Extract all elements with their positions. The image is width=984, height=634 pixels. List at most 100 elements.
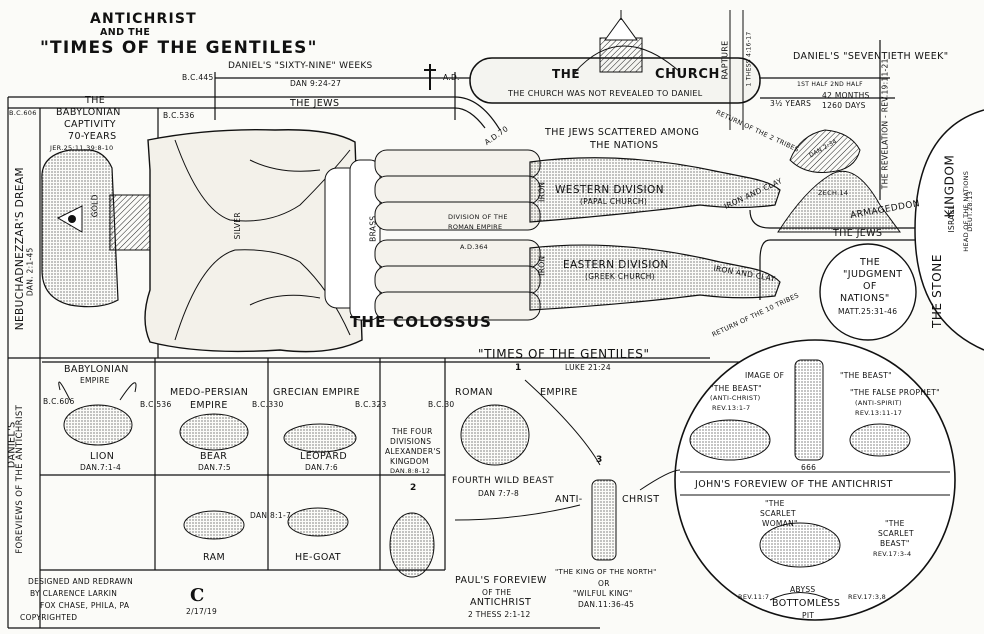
rapture-label: Rapture [720, 40, 730, 80]
lion-ref: Dan.7:1-4 [80, 463, 122, 472]
rev17-3-ref: Rev.17:3-4 [873, 550, 912, 558]
captivity-ref: Jer.25:11,39:8-10 [50, 144, 114, 152]
number-3: 3 [596, 455, 603, 465]
half-week-label: 3½ Years [770, 99, 812, 108]
iron-a-label: Iron [537, 181, 547, 202]
greek-church-label: (Greek Church) [585, 272, 655, 281]
captivity-bc536: B.C.536 [163, 111, 195, 120]
half-label: 1st Half 2nd Half [797, 81, 863, 88]
number-1: 1 [515, 363, 522, 373]
anti-christ-label: (Anti-Christ) [710, 394, 761, 402]
judgment-line4: Nations" [840, 293, 890, 304]
captivity-years: 70-Years [68, 131, 117, 142]
division-label: Division of the [448, 213, 508, 221]
credits-line1: Designed and Redrawn [28, 577, 134, 586]
four-label: The Four [392, 427, 433, 436]
scarlet-woman-1: "The [765, 499, 785, 508]
bc445-label: B.C.445 [182, 73, 214, 82]
captivity-the: The [85, 95, 106, 106]
medo-bc536: B.C.536 [140, 400, 172, 409]
colossus-figure [41, 129, 781, 353]
medo-persian-label2: Empire [190, 400, 228, 411]
judgment-ref: Matt.25:31-46 [838, 307, 898, 316]
fourth-beast-ref: Dan 7:7-8 [478, 489, 520, 498]
roman-empire-division-label: Roman Empire [448, 223, 503, 231]
grecian-empire-label: Grecian Empire [273, 387, 360, 398]
church-label: Church [655, 67, 721, 82]
western-division-label: Western Division [555, 184, 664, 196]
rev11-7-ref: Rev.11:7 [738, 593, 770, 601]
church-pod [424, 10, 761, 130]
antichrist-anti: Anti- [555, 494, 583, 505]
john-foreview-label: John's Foreview of the Antichrist [695, 479, 893, 490]
captivity-bc606: B.C.606 [9, 109, 37, 117]
gentiles-title: "Times Of The Gentiles" [478, 347, 650, 361]
fourth-beast-label: Fourth Wild Beast [452, 476, 554, 486]
ad-label: A.D. [443, 73, 460, 82]
israel-label: Israel [947, 204, 957, 233]
lion-label: Lion [90, 451, 115, 462]
stone-rock [777, 129, 901, 233]
alexander-label: Alexander's [385, 447, 441, 456]
judgment-circle [819, 243, 917, 341]
captivity-captivity: Captivity [64, 119, 116, 130]
king-of-north-label: "The King of the North" [555, 568, 657, 576]
rev13-11-ref: Rev.13:11-17 [855, 409, 903, 417]
abyss-label: Abyss [790, 585, 816, 594]
paul-foreview-3: Antichrist [470, 597, 532, 608]
credits-date: 2/17/19 [186, 607, 218, 616]
four-ref: Dan.8:8-12 [390, 467, 431, 475]
paul-foreview-ref: 2 Thess 2:1-12 [468, 610, 531, 619]
title-line1: Antichrist [90, 11, 197, 27]
gentiles-ref: Luke 21:24 [565, 363, 611, 372]
roman-label: Roman [455, 387, 493, 398]
credits-line3: Fox Chase, Phila, Pa [40, 601, 130, 610]
scarlet-woman-3: Woman" [762, 519, 798, 528]
seventieth-week-label: Daniel's "Seventieth Week" [793, 51, 949, 62]
title-line2: and the [100, 27, 151, 38]
medo-persian-label: Medo-Persian [170, 387, 249, 398]
judgment-line2: "Judgment [843, 269, 903, 280]
gold-label: Gold [90, 194, 100, 218]
colossus-name: The Colossus [350, 313, 493, 331]
zech-label: Zech.14 [818, 189, 849, 197]
dream-title: Nebuchadnezzar's Dream [13, 167, 26, 331]
revelation-label: The Revelation - Rev.19:11-21 [880, 58, 890, 190]
rapture-ref: 1 Thess 4:16-17 [745, 31, 753, 87]
silver-label: Silver [232, 212, 242, 240]
paul-foreview-1: Paul's Foreview [455, 575, 547, 586]
john-foreview-circle [674, 339, 956, 621]
ram-label: Ram [203, 552, 226, 563]
bc30-label: B.C.30 [428, 400, 455, 409]
judgment-line1: The [860, 257, 881, 268]
church-the-label: The [552, 67, 581, 81]
babylonian-empire-label2: Empire [80, 376, 110, 385]
daniel-foreviews-line2: Foreviews of the Antichrist [14, 404, 25, 554]
divisions-label: Divisions [390, 437, 432, 446]
number-666: 666 [801, 463, 817, 472]
jews-nations-label: The Nations [590, 140, 659, 151]
scarlet-beast-1: "The [885, 519, 905, 528]
grecian-bc330: B.C.330 [252, 400, 284, 409]
church-subtitle: The Church was not revealed to Daniel [508, 89, 703, 98]
the-beast-label: "The Beast" [710, 384, 762, 393]
false-prophet-label: "The False Prophet" [850, 388, 940, 397]
roman-empire-label: Empire [540, 387, 578, 398]
leopard-ref: Dan.7:6 [305, 463, 338, 472]
john-circle-figures [680, 359, 950, 601]
bottom-frame [7, 357, 875, 629]
dream-ref: Dan. 2:1-45 [25, 247, 35, 297]
jews-top-label: The Jews [290, 98, 340, 109]
image-the-beast-label: "The Beast" [840, 371, 892, 380]
bear-label: Bear [200, 451, 228, 462]
kingdom-label-alexander: Kingdom [390, 457, 429, 466]
bear-ref: Dan.7:5 [198, 463, 231, 472]
bottomless-label: Bottomless [772, 598, 841, 609]
bc323-label: B.C.323 [355, 400, 387, 409]
timeline-bar [214, 40, 895, 200]
he-goat-label: He-Goat [295, 552, 341, 563]
title-line3: "Times of the Gentiles" [40, 38, 318, 58]
image-of-label: Image of [745, 371, 785, 380]
number-2: 2 [410, 483, 417, 493]
